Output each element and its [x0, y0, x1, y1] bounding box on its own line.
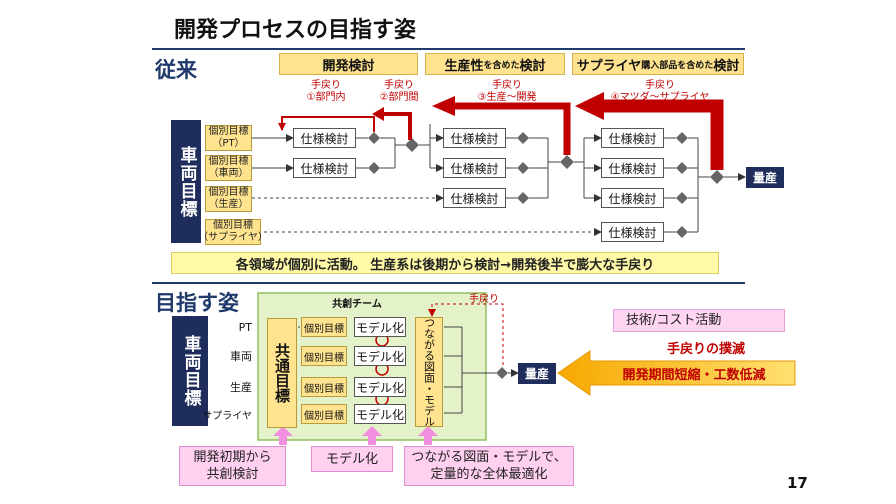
spec-review-box: 仕様検討 [601, 128, 664, 148]
goal-supplier: 個別目標（サプライヤ） [198, 219, 268, 245]
row-label-supplier: サプライヤ [202, 410, 252, 422]
target-rework-label: 手戻り [469, 294, 499, 305]
spec-review-box: 仕様検討 [443, 128, 506, 148]
goal-production: 個別目標（生産） [205, 186, 252, 212]
row-label-pt: PT [238, 320, 252, 334]
co-creation-team-label: 共創チーム [332, 298, 382, 310]
mass-production-target: 量産 [518, 363, 556, 384]
goal-pt: 個別目標（PT） [205, 125, 252, 151]
page-number: 17 [787, 474, 808, 492]
spec-review-box: 仕様検討 [601, 222, 664, 242]
individual-goal-supplier: 個別目標 [301, 404, 347, 424]
rework-eliminated-text: 手戻りの撲滅 [666, 341, 745, 357]
vehicle-goal-conventional: 車両目標 [171, 120, 201, 243]
section-conventional-heading: 従来 [155, 58, 197, 82]
target-flow-lines [298, 326, 519, 414]
note-modeling: モデル化 [311, 446, 393, 472]
summary-banner: 各領域が個別に活動。 生産系は後期から検討→開発後半で膨大な手戻り [171, 252, 719, 274]
phase-productivity: 生産性を含めた検討 [425, 53, 565, 75]
target-rework-line [428, 303, 504, 365]
individual-goal-vehicle: 個別目標 [301, 346, 347, 366]
page-title: 開発プロセスの目指す姿 [174, 18, 417, 43]
goal-vehicle: 個別目標（車両） [205, 155, 252, 181]
note-connected-drawings: つながる図面・モデルで、定量的な全体最適化 [404, 446, 574, 486]
phase-development: 開発検討 [279, 53, 418, 75]
individual-goal-production: 個別目標 [301, 377, 347, 397]
section-target-heading: 目指す姿 [155, 291, 239, 315]
phase-supplier: サプライヤ購入部品を含めた検討 [572, 53, 744, 75]
tech-cost-box: 技術/コスト活動 [613, 309, 785, 332]
reduction-text: 開発期間短縮・工数低減 [622, 367, 766, 383]
modeling-box-production: モデル化 [354, 377, 406, 397]
target-diamond [496, 367, 508, 379]
improvement-arrow [557, 350, 796, 396]
modeling-box-supplier: モデル化 [354, 404, 406, 424]
spec-review-box: 仕様検討 [443, 188, 506, 208]
modeling-box-pt: モデル化 [354, 317, 406, 337]
individual-goal-pt: 個別目標 [301, 317, 347, 337]
spec-review-box: 仕様検討 [601, 188, 664, 208]
row-label-production: 生産 [230, 381, 252, 394]
mass-production-conventional: 量産 [746, 167, 784, 188]
connected-drawings-box: つながる図面・モデル [415, 317, 443, 427]
spec-review-box: 仕様検討 [601, 158, 664, 178]
common-goal: 共通目標 [267, 318, 297, 428]
modeling-box-vehicle: モデル化 [354, 346, 406, 366]
note-early-co-creation: 開発初期から共創検討 [179, 446, 286, 486]
spec-review-box: 仕様検討 [293, 128, 356, 148]
rework-arrows [278, 92, 724, 170]
conventional-diamonds [368, 132, 724, 238]
conventional-flow-lines [252, 124, 746, 236]
support-arrows [273, 426, 438, 445]
spec-review-box: 仕様検討 [293, 158, 356, 178]
spec-review-box: 仕様検討 [443, 158, 506, 178]
vehicle-goal-target: 車両目標 [172, 316, 208, 426]
row-label-vehicle: 車両 [230, 350, 252, 363]
